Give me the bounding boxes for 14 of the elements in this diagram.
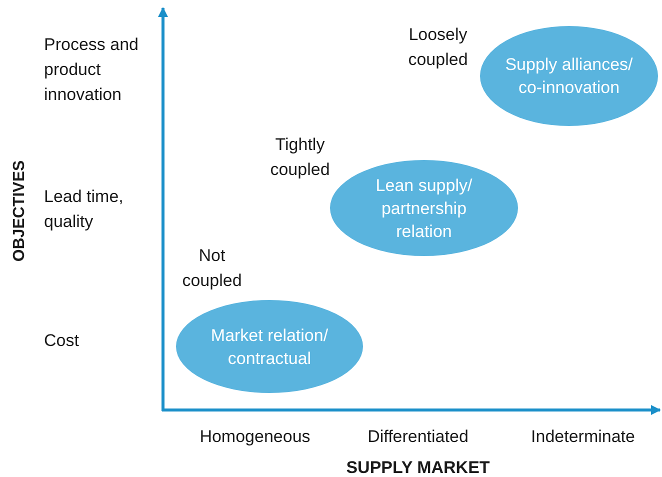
ellipse-node: Lean supply/ partnership relation <box>330 160 518 256</box>
ellipse-node: Market relation/ contractual <box>176 300 363 393</box>
axis-title: OBJECTIVES <box>10 160 29 262</box>
ellipse-node: Supply alliances/ co-innovation <box>480 26 658 126</box>
axis-label: Cost <box>44 330 80 352</box>
axis-label: Loosely coupled <box>407 24 469 71</box>
axis-label: Indeterminate <box>530 426 636 448</box>
axis-label: Not coupled <box>181 245 243 292</box>
axis-title: SUPPLY MARKET <box>345 457 491 477</box>
axis-label: Differentiated <box>366 426 470 448</box>
axis-label: Lead time, quality <box>44 186 124 233</box>
axis-label: Process and product innovation <box>44 34 140 106</box>
axis-label: Tightly coupled <box>269 134 331 181</box>
axis-label: Homogeneous <box>198 426 312 448</box>
